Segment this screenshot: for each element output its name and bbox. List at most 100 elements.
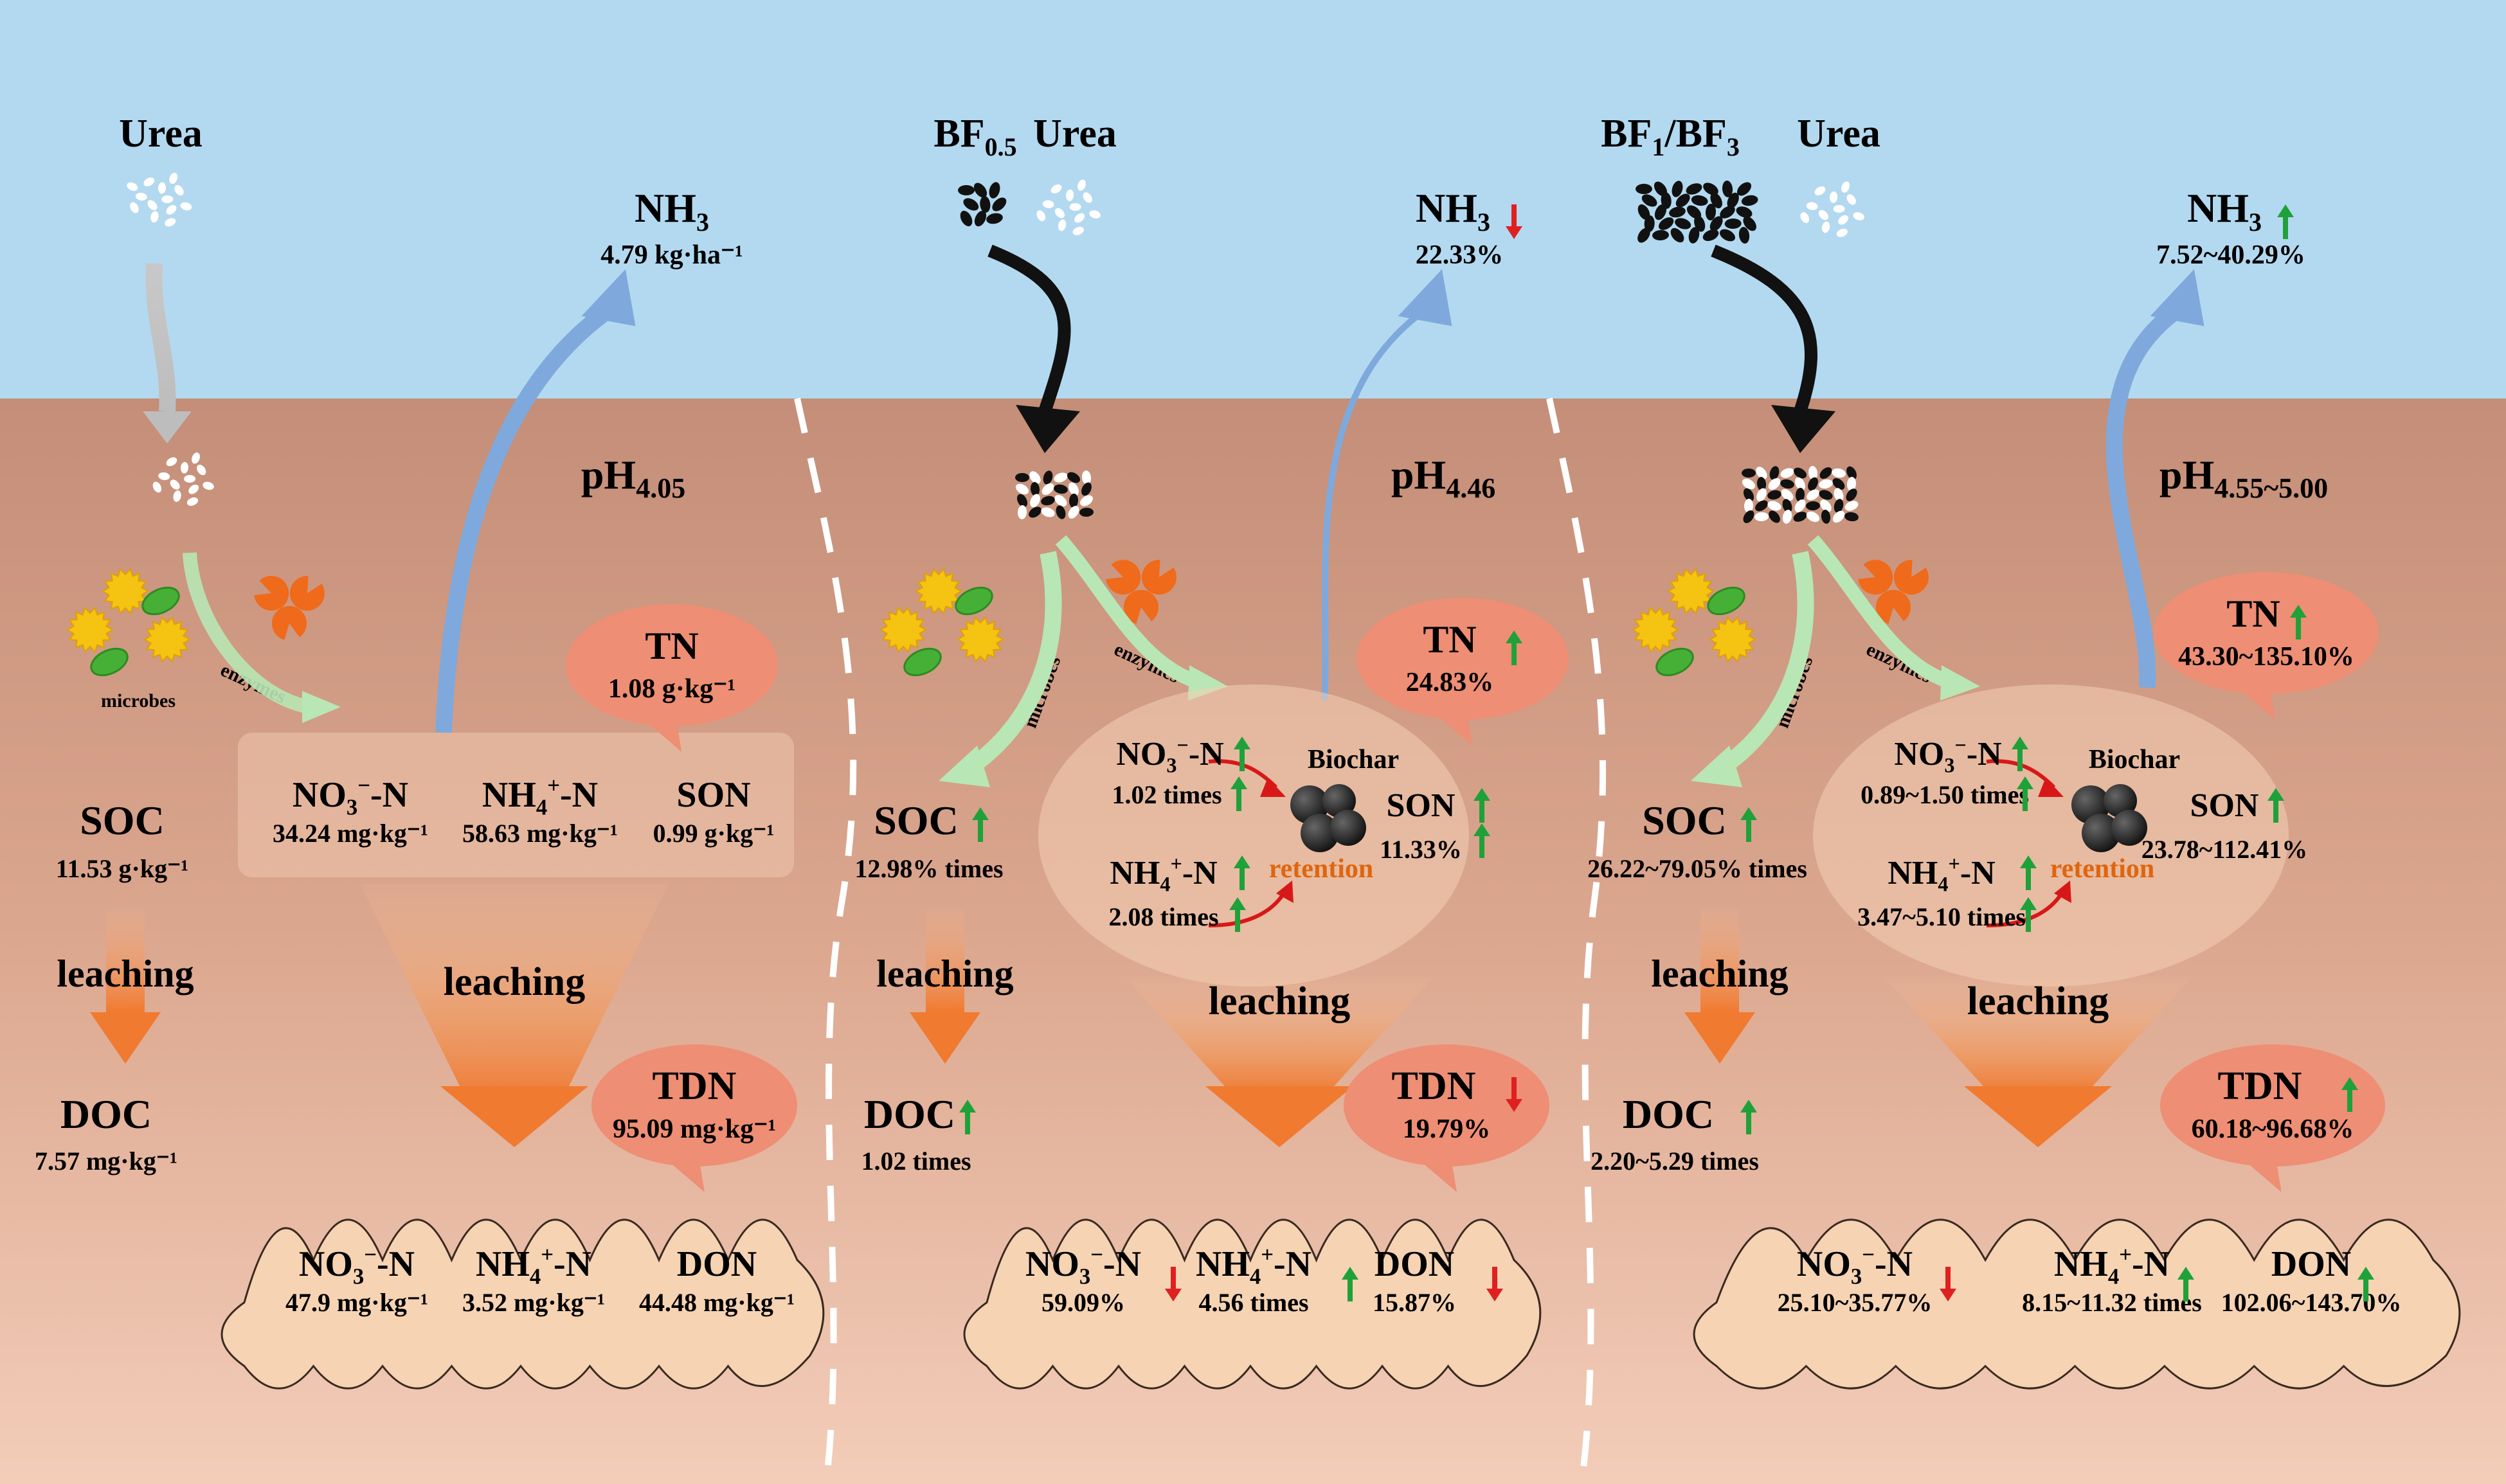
urea-granule	[1089, 210, 1101, 219]
enzymes-icon	[1858, 560, 1929, 624]
soc-label: SOC	[80, 798, 165, 843]
trend-arrow-head	[1234, 855, 1250, 868]
nh3-trend-up-arrow-icon	[2277, 204, 2294, 239]
leach-n-2-label: DON	[2271, 1244, 2351, 1284]
urea-granule	[127, 182, 138, 191]
trend-arrow-shaft	[1235, 907, 1240, 932]
urea-granule	[135, 192, 147, 201]
nh3-main: NH	[1416, 185, 1477, 231]
urea-granule	[203, 481, 214, 490]
trend-arrow-head	[1474, 788, 1490, 801]
enzyme-shape	[254, 576, 289, 611]
cloud-shape	[221, 1219, 825, 1390]
soc-label: SOC	[1642, 798, 1727, 843]
trend-arrow-shaft	[1492, 1267, 1497, 1291]
trend-arrow-head	[1506, 1099, 1522, 1112]
microbe-yellow	[1631, 606, 1680, 654]
enzymes-icon	[1106, 560, 1176, 624]
leach-n-1-label-sub: 4	[1250, 1264, 1261, 1289]
leach-n-1-label-end: -N	[1274, 1244, 1312, 1284]
leach-n-0-trend-down-arrow-icon	[1165, 1267, 1182, 1301]
leach-n-0-label-main: NO	[1025, 1244, 1079, 1284]
urea-granule	[186, 497, 199, 506]
urea-granules	[127, 172, 192, 227]
ph-main: pH	[581, 452, 636, 497]
biochar-granule	[1686, 183, 1702, 195]
soil-n-2-value: 11.33%	[1380, 835, 1462, 864]
nh3-value: 22.33%	[1416, 240, 1504, 270]
nh3-label: NH3	[635, 185, 709, 237]
soc-trend-up-arrow-icon	[1740, 807, 1757, 842]
doc-trend-up-arrow-icon	[959, 1100, 976, 1134]
mixed-granule	[1756, 467, 1767, 479]
trend-arrow-shaft	[1236, 787, 1241, 811]
mixed-granule	[1793, 467, 1807, 479]
mixed-granule	[1844, 501, 1859, 511]
biochar-granule	[1669, 206, 1686, 218]
microbe-yellow	[914, 568, 963, 615]
biochar-granule	[1641, 194, 1657, 207]
urea-granule	[1846, 194, 1856, 205]
trend-arrow-shaft	[1239, 866, 1245, 890]
ph-sub: 4.05	[636, 472, 685, 504]
nh3-sub: 3	[1477, 208, 1490, 237]
mixed-granule	[1808, 477, 1818, 491]
soil-n-1-label: NH4+-N	[1888, 852, 1995, 895]
leach-n-1-label-sup: +	[2119, 1242, 2132, 1267]
callout-bubble	[591, 1044, 797, 1167]
trend-arrow-head	[2177, 1267, 2194, 1280]
biochar-granule	[1658, 217, 1674, 230]
urea-granule	[158, 472, 170, 481]
doc-leaching-arrow-head	[1684, 1012, 1755, 1064]
mixed-granule	[1846, 488, 1857, 501]
mixed-granule	[1769, 466, 1780, 480]
leach-n-1-label-sub: 4	[530, 1264, 541, 1289]
leach-n-0-label: NO3−-N	[1025, 1242, 1141, 1289]
mixed-granule	[1793, 512, 1807, 522]
tdn-trend-down-arrow-icon	[1506, 1077, 1522, 1112]
doc-leaching-arrow	[926, 909, 964, 1012]
leach-n-1-label-sub: 4	[2108, 1264, 2119, 1289]
soil-n-0-value-trend-arrow-icon	[1230, 776, 1247, 811]
retention-arrow-head	[1276, 881, 1294, 903]
mixed-granule	[1067, 472, 1081, 483]
biochar-granule	[1637, 228, 1650, 243]
doc-value: 1.02 times	[861, 1147, 971, 1176]
volatilization-arrow	[2105, 301, 2185, 688]
soil-n-0-label-sup: −	[1176, 733, 1188, 756]
leach-n-1-label-sup: +	[541, 1242, 554, 1267]
enzymes-icon	[254, 576, 325, 640]
urea-label: Urea	[1797, 112, 1880, 156]
trend-arrow-shaft	[1511, 641, 1517, 665]
leach-n-0-label-sup: −	[364, 1242, 377, 1267]
microbe-yellow	[1708, 616, 1757, 663]
leach-n-1-trend-up-arrow-icon	[1342, 1267, 1358, 1301]
soil-n-1-label: NH4+-N	[1110, 852, 1217, 895]
soil-n-1-value-trend-arrow-icon	[2020, 897, 2037, 932]
leach-n-2-label-main: DON	[2271, 1244, 2351, 1284]
leach-n-1-label: NH4+-N	[476, 1242, 591, 1289]
biochar-granule	[1672, 181, 1683, 197]
microbe-arrow	[960, 551, 1062, 778]
soil-n-2-trend-up-arrow-icon	[2267, 788, 2284, 823]
trend-arrow-head	[2020, 855, 2037, 868]
biochar-granule	[963, 198, 979, 211]
n-leaching-arrow-head	[440, 1086, 588, 1147]
mixed-granule	[1754, 512, 1769, 522]
soil-n-2-value: 23.78~112.41%	[2141, 835, 2308, 864]
biochar-granule	[1736, 206, 1753, 218]
callout-bubble	[566, 604, 778, 726]
leach-n-0-label: NO3−-N	[1797, 1242, 1913, 1289]
soil-n-zone	[238, 733, 794, 877]
soil-n-2-label-main: SON	[1387, 787, 1456, 824]
leach-n-1-label: NH4+-N	[2054, 1242, 2170, 1289]
biochar-granule	[1654, 181, 1668, 197]
mixed-granule	[1819, 490, 1833, 500]
doc-value: 7.57 mg·kg⁻¹	[35, 1147, 177, 1176]
enzyme-shape	[1858, 560, 1893, 595]
leach-n-1-value: 3.52 mg·kg⁻¹	[462, 1288, 605, 1317]
mixed-granule	[1068, 506, 1079, 519]
mixed-granule	[1844, 512, 1859, 522]
